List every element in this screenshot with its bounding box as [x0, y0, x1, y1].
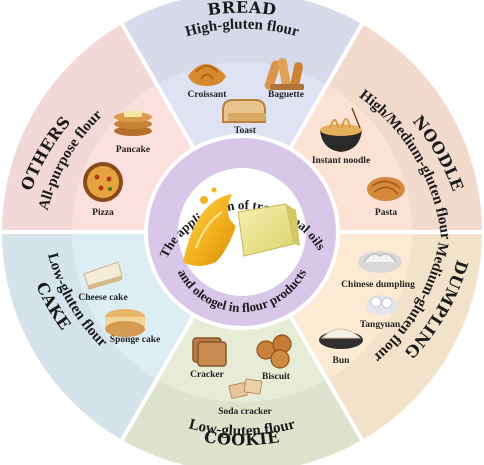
pizza-icon — [83, 162, 123, 202]
croissant-icon — [188, 64, 226, 86]
food-label-biscuit: Biscuit — [262, 372, 291, 382]
cookie-title: COOKIE — [203, 427, 281, 449]
oil-splash-icon — [183, 187, 236, 266]
soda-cracker-icon — [228, 378, 263, 399]
toast-icon — [222, 99, 266, 123]
cheese-cake-icon — [83, 261, 123, 290]
food-label-pasta: Pasta — [375, 208, 397, 218]
food-label-baguette: Baguette — [268, 90, 304, 100]
cracker-icon — [192, 337, 227, 367]
food-label-sponge-cake: Sponge cake — [110, 335, 160, 345]
sponge-cake-icon — [105, 309, 145, 337]
food-label-chinese-dumpling: Chinese dumpling — [341, 280, 415, 290]
pancake-icon — [114, 111, 152, 136]
segment-cookie-wedge — [122, 232, 362, 465]
food-label-instant-noodle: Instant noodle — [312, 156, 370, 166]
food-labels: Croissant Baguette Toast Instant noodle … — [78, 90, 415, 417]
food-label-bun: Bun — [333, 356, 351, 366]
food-label-pizza: Pizza — [92, 208, 114, 218]
bread-title: BREAD — [206, 0, 277, 19]
food-label-toast: Toast — [234, 126, 257, 136]
biscuit-icon — [256, 334, 292, 369]
cookie-subtitle: Low-gluten flour — [187, 416, 297, 439]
food-label-tangyuan: Tangyuan — [360, 320, 401, 330]
food-label-pancake: Pancake — [116, 145, 150, 155]
baguette-icon — [264, 58, 304, 90]
food-label-cheese-cake: Cheese cake — [78, 293, 127, 303]
pasta-icon — [367, 177, 405, 201]
tangyuan-icon — [366, 295, 398, 315]
bread-subtitle: High-gluten flour — [184, 17, 301, 41]
food-illustrations — [83, 58, 405, 399]
bun-icon — [319, 328, 363, 349]
chinese-dumpling-icon — [358, 251, 402, 273]
center-hub: The application of traditional oils and … — [144, 134, 340, 330]
food-label-cracker: Cracker — [190, 370, 225, 380]
instant-noodle-icon — [320, 107, 362, 152]
food-label-croissant: Croissant — [188, 90, 228, 100]
food-label-soda-cracker: Soda cracker — [218, 407, 272, 417]
oleogel-block-icon — [237, 203, 300, 257]
